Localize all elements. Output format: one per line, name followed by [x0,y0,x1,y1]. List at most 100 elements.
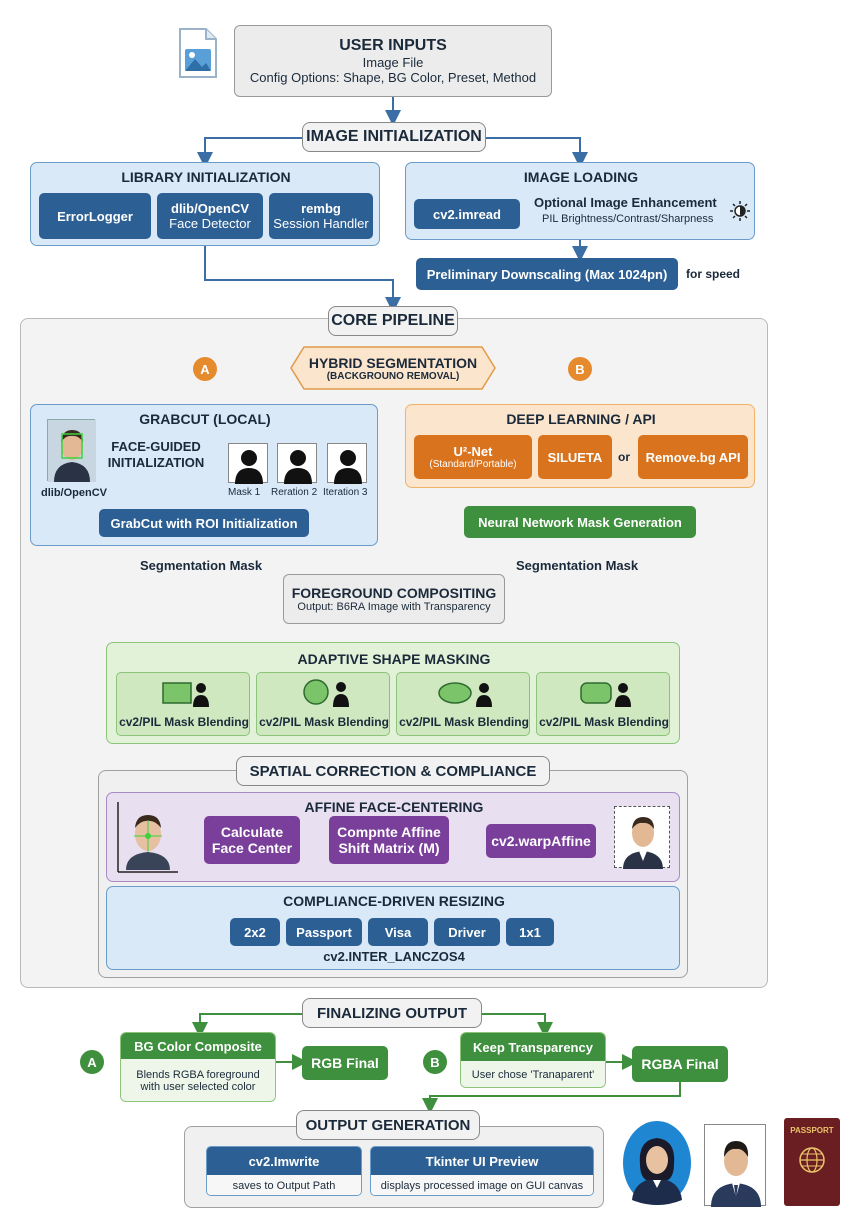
grabcut-panel: GRABCUT (LOCAL) dlib/OpenCV FACE-GUIDED … [30,404,378,546]
rgb-final-box: RGB Final [302,1046,388,1080]
preset-driver: Driver [434,918,500,946]
warp-affine-box: cv2.warpAffine [486,824,596,858]
final-b-badge: B [423,1050,447,1074]
hybrid-segmentation-hexagon: HYBRID SEGMENTATION (BACKGROUNO REMOVAL) [290,346,496,390]
rgba-final-label: RGBA Final [641,1056,719,1072]
shape-card-circle: cv2/PIL Mask Blending [256,672,390,736]
grabcut-roi-box: GrabCut with ROI Initialization [99,509,309,537]
imwrite-group: cv2.Imwrite saves to Output Path [206,1146,362,1196]
dlib-face-detector-line2: Face Detector [169,216,251,231]
branch-b-label: B [575,361,585,377]
spatial-correction-header: SPATIAL CORRECTION & COMPLIANCE [236,756,550,786]
shape-card-oval: cv2/PIL Mask Blending [396,672,530,736]
face-guided-line2: INITIALIZATION [107,455,205,470]
adaptive-shape-title: ADAPTIVE SHAPE MASKING [297,651,491,667]
mask3-icon [327,443,367,484]
shape-card-label: cv2/PIL Mask Blending [259,715,389,729]
library-initialization-title: LIBRARY INITIALIZATION [121,169,291,185]
mask3-label: Iteration 3 [323,487,368,498]
errorlogger-label: ErrorLogger [57,208,133,224]
calculate-face-center-line1: Calculate [220,824,284,840]
segmentation-mask-left: Segmentation Mask [140,558,263,573]
user-inputs-title: USER INPUTS [339,37,447,54]
mask2-label: Reration 2 [271,487,318,498]
output-generation-header: OUTPUT GENERATION [296,1110,480,1140]
core-pipeline-label: CORE PIPELINE [331,312,455,329]
calculate-face-center-box: Calculate Face Center [204,816,300,864]
preset-driver-label: Driver [448,924,486,940]
tkinter-preview-sub-box: displays processed image on GUI canvas [371,1175,593,1195]
foreground-compositing-box: FOREGROUND COMPOSITING Output: B6RA Imag… [283,574,505,624]
circle-shape-icon [303,679,349,707]
mask1-icon [228,443,268,484]
calculate-face-center-line2: Face Center [211,840,293,856]
imread-box: cv2.imread [414,199,520,229]
imwrite-sub: saves to Output Path [232,1180,336,1192]
preset-visa: Visa [368,918,428,946]
image-loading-title: IMAGE LOADING [523,169,639,185]
grabcut-roi-label: GrabCut with ROI Initialization [110,515,298,531]
image-file-icon [178,27,218,79]
grabcut-dlib-label: dlib/OpenCV [41,487,107,499]
face-photo-icon [47,419,96,482]
rembg-line1: rembg [301,201,341,216]
removebg-box: Remove.bg API [638,435,748,479]
finalizing-output-header: FINALIZING OUTPUT [302,998,482,1028]
errorlogger-box: ErrorLogger [39,193,151,239]
downscaling-box: Preliminary Downscaling (Max 1024pn) [416,258,678,290]
compliance-resizing-title: COMPLIANCE-DRIVEN RESIZING [283,893,505,909]
nn-mask-label: Neural Network Mask Generation [478,514,682,530]
tkinter-preview-group: Tkinter UI Preview displays processed im… [370,1146,594,1196]
output-generation-label: OUTPUT GENERATION [305,1116,471,1134]
optional-enhancement-sub: PIL Brightness/Contrast/Sharpness [542,213,714,225]
compute-affine-line1: Compnte Affine [337,824,441,840]
silueta-box: SILUETA [538,435,612,479]
keep-transparency-sub: User chose 'Tranaparent' [471,1069,595,1081]
bg-color-composite-sub1: Blends RGBA foreground [136,1069,260,1081]
preset-1x1-label: 1x1 [519,924,541,940]
tkinter-preview-sub: displays processed image on GUI canvas [380,1180,584,1192]
rgba-final-box: RGBA Final [632,1046,728,1082]
brightness-icon [730,201,750,221]
bg-color-composite-group: BG Color Composite Blends RGBA foregroun… [120,1032,276,1102]
for-speed-label: for speed [686,267,741,281]
preset-visa-label: Visa [384,924,412,940]
imwrite-title: cv2.Imwrite [248,1153,320,1169]
bg-color-composite-title-box: BG Color Composite [121,1033,275,1059]
shape-card-label: cv2/PIL Mask Blending [539,715,669,729]
user-inputs-line1: Image File [362,55,424,70]
user-inputs-line2: Config Options: Shape, BG Color, Preset,… [249,70,537,85]
final-a-badge-label: A [87,1054,97,1070]
dlib-face-detector-box: dlib/OpenCV Face Detector [157,193,263,239]
u2net-label: U²-Net [453,444,493,459]
interpolation-method-label: cv2.INTER_LANCZOS4 [323,949,465,964]
spatial-correction-label: SPATIAL CORRECTION & COMPLIANCE [249,762,537,780]
imwrite-sub-box: saves to Output Path [207,1175,361,1195]
compute-affine-line2: Shift Matrix (M) [338,840,440,856]
removebg-label: Remove.bg API [645,449,741,465]
globe-icon [799,1147,825,1173]
final-b-badge-label: B [430,1054,440,1070]
keep-transparency-title-box: Keep Transparency [461,1033,605,1061]
man-avatar-icon [704,1124,766,1207]
nn-mask-box: Neural Network Mask Generation [464,506,696,538]
preset-2x2-label: 2x2 [244,924,266,940]
mask1-label: Mask 1 [228,487,261,498]
rounded-rectangle-shape-icon [580,682,631,707]
shape-card-rectangle: cv2/PIL Mask Blending [116,672,250,736]
bg-color-composite-title: BG Color Composite [134,1038,262,1054]
grabcut-title: GRABCUT (LOCAL) [139,411,271,427]
shape-card-label: cv2/PIL Mask Blending [119,715,249,729]
bg-color-composite-sub2: with user selected color [140,1081,256,1093]
imwrite-title-box: cv2.Imwrite [207,1147,361,1175]
rembg-box: rembg Session Handler [269,193,373,239]
mask2-icon [277,443,317,484]
shape-card-label: cv2/PIL Mask Blending [399,715,529,729]
imread-label: cv2.imread [433,206,501,222]
foreground-compositing-title: FOREGROUND COMPOSITING [291,585,497,601]
keep-transparency-group: Keep Transparency User chose 'Tranaparen… [460,1032,606,1088]
u2net-sub: (Standard/Portable) [429,459,517,470]
passport-book-icon: PASSPORT [784,1118,840,1206]
branch-a-label: A [200,361,210,377]
core-pipeline-header: CORE PIPELINE [328,306,458,336]
